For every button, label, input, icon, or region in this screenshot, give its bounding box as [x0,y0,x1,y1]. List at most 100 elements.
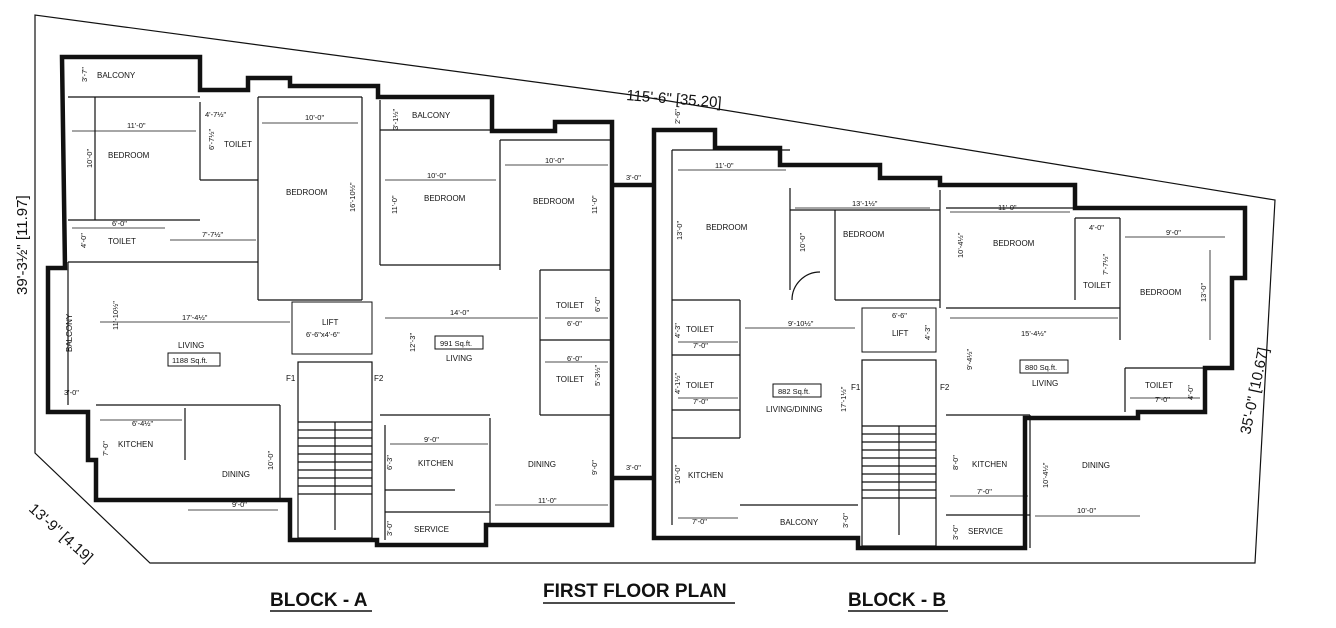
b1-toilet1-height: 4'-3" [673,323,682,338]
a2-area-value: 991 Sq.ft. [440,339,472,348]
b2-dining-label: DINING [1082,461,1110,470]
b2-area-box [1019,359,1069,374]
b1-bedroom2-height: 10'-0" [798,233,807,252]
a1-toilet2-height: 4'-0" [79,233,88,248]
core-b-f1-label: F1 [851,383,861,392]
a1-toilet2-label: TOILET [108,237,136,246]
a2-balcony-dim: 3'-1½" [391,108,400,130]
a2-bedroom2-height: 11'-0" [590,195,599,214]
a2-connector1-dim: 3'-0" [626,173,641,182]
b2-service-dim: 3'-0" [951,525,960,540]
b2-dining-width: 10'-0" [1077,506,1096,515]
b2-area-value: 880 Sq.ft. [1025,363,1057,372]
a1-passage-dim: 7'-7½" [202,230,224,239]
b2-toilet2-width: 7'-0" [1155,395,1170,404]
a2-area-box [434,335,484,350]
b1-balcony-label: BALCONY [780,518,819,527]
a2-connector2-dim: 3'-0" [626,463,641,472]
a1-area-value: 1188 Sq.ft. [172,356,208,365]
a1-side-balcony-label: BALCONY [65,313,74,352]
b1-kitchen-width: 7'-0" [692,517,707,526]
a2-bedroom2-label: BEDROOM [533,197,575,206]
b2-bedroom1-height: 10'-4½" [956,232,965,258]
b2-bedroom1-width: 11'-0" [998,203,1017,212]
b2-living-width: 15'-4½" [1021,329,1047,338]
a1-living-height: 11'-10½" [111,301,120,330]
a2-bedroom2-width: 10'-0" [545,156,564,165]
core-a-lift-label: LIFT [322,318,339,327]
a2-toilet1-height: 6'-0" [593,297,602,312]
a1-balcony-dim: 3'-7" [80,67,89,82]
site-north-edge-label: 115'-6" [35.20] [626,87,723,111]
block-b-title: BLOCK - B [848,590,946,611]
a2-kitchen-height: 6'-3" [385,455,394,470]
b2-toilet1-height: 7'-7½" [1101,253,1110,275]
a2-toilet2-height: 5'-3½" [593,364,602,386]
b2-service-label: SERVICE [968,527,1003,536]
a2-dining-width: 11'-0" [538,496,557,505]
a1-bedroom2-height: 16'-10½" [348,182,357,212]
core-a-f1-label: F1 [286,374,296,383]
block-b-interior-walls [671,149,1205,548]
b1-bedroom1-height: 13'-0" [675,221,684,240]
lift-a-shaft [291,301,373,355]
a2-bedroom1-label: BEDROOM [424,194,466,203]
block-a-outer-wall [45,54,615,548]
a1-kitchen-height: 7'-0" [101,441,110,456]
a1-dining-label: DINING [222,470,250,479]
core-b-f2-label: F2 [940,383,950,392]
a1-bedroom2-width: 10'-0" [305,113,324,122]
b1-area-box [772,383,822,398]
b1-toilet1-width: 7'-0" [693,341,708,350]
site-boundary [34,14,1276,564]
a1-bedroom1-height: 10'-0" [85,149,94,168]
a1-side-balcony-dim: 3'-0" [64,388,79,397]
b2-toilet1-width: 4'-0" [1089,223,1104,232]
b1-bedroom2-width: 13'-1½" [852,199,878,208]
a1-area-box [167,352,221,367]
a2-service-label: SERVICE [414,525,449,534]
site-east-edge-label: 35'-0" [10.67] [1237,346,1272,436]
site-southwest-edge-label: 13'-9" [4.19] [25,500,96,566]
a1-toilet2-width: 6'-0" [112,219,127,228]
a1-bedroom1-label: BEDROOM [108,151,150,160]
a1-dining-height: 10'-0" [266,451,275,470]
a1-bedroom2-label: BEDROOM [286,188,328,197]
lift-b-shaft [861,307,937,353]
b2-dining-height: 10'-4½" [1041,462,1050,488]
a1-kitchen-label: KITCHEN [118,440,153,449]
a1-bedroom1-width: 11'-0" [127,121,146,130]
a2-toilet1-label: TOILET [556,301,584,310]
core-b-lift-width: 6'-6" [892,311,907,320]
b2-kitchen-height: 8'-0" [951,455,960,470]
site-west-edge-label: 39'-3½" [11.97] [14,195,31,295]
a1-toilet1-dim-a: 4'-7½" [205,110,227,119]
core-a-lift-dim: 6'-6"x4'-6" [306,330,340,339]
b1-notch-dim: 2'-6" [673,109,682,124]
a1-living-width: 17'-4½" [182,313,208,322]
b2-bedroom2-width: 9'-0" [1166,228,1181,237]
stair-a-outline [297,361,373,539]
b1-bedroom1-label: BEDROOM [706,223,748,232]
a2-dining-height: 9'-0" [590,460,599,475]
a2-living-width: 14'-0" [450,308,469,317]
b1-toilet2-width: 7'-0" [693,397,708,406]
stair-b-treads [862,425,936,535]
core-b-lift-label: LIFT [892,329,909,338]
b1-kitchen-label: KITCHEN [688,471,723,480]
a2-dining-label: DINING [528,460,556,469]
block-b-outer-wall [651,127,1248,551]
a1-dining-width: 9'-0" [232,500,247,509]
b2-toilet1-label: TOILET [1083,281,1111,290]
b2-toilet2-label: TOILET [1145,381,1173,390]
block-a-title: BLOCK - A [270,590,368,611]
b2-living-height: 9'-4½" [965,348,974,370]
b2-toilet2-height: 4'-0" [1186,385,1195,400]
a1-balcony-label: BALCONY [97,71,136,80]
b2-living-label: LIVING [1032,379,1058,388]
block-a-interior-walls [67,96,612,540]
core-a-f2-label: F2 [374,374,384,383]
a2-kitchen-width: 9'-0" [424,435,439,444]
a2-toilet2-label: TOILET [556,375,584,384]
